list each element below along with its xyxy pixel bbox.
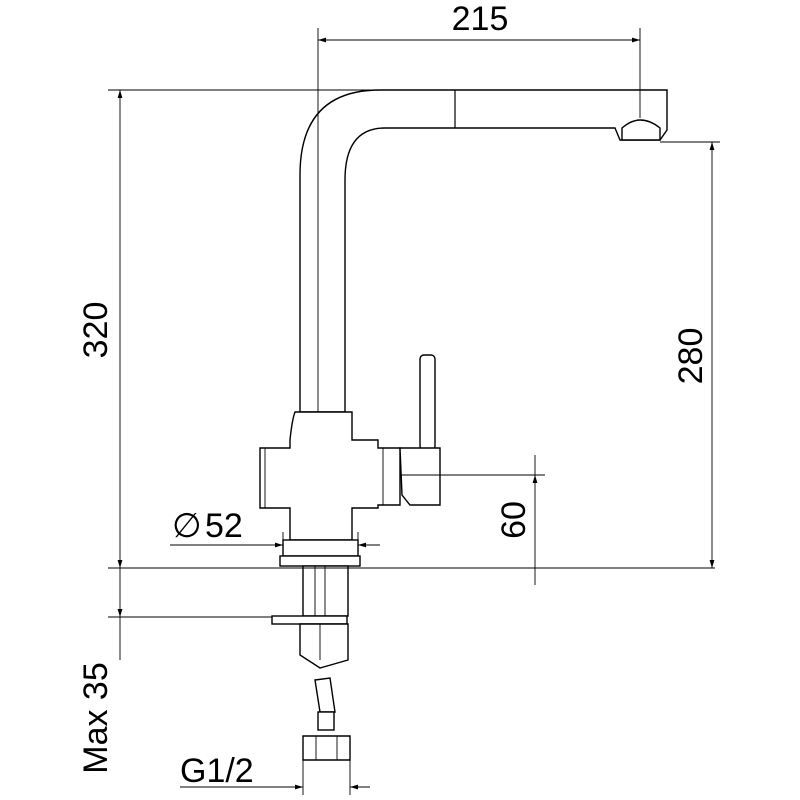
lever-housing — [399, 447, 441, 506]
label-g1-2: G1/2 — [180, 752, 254, 790]
hex-nut — [302, 735, 351, 761]
lever-handle — [419, 354, 436, 451]
base-ring — [282, 539, 359, 557]
label-320: 320 — [77, 302, 115, 359]
dim-thread: G1/2 — [180, 752, 370, 795]
shank — [302, 565, 349, 617]
dim-max-thickness: Max 35 — [77, 568, 272, 774]
label-52: 52 — [205, 507, 243, 545]
hose-connector — [299, 623, 349, 669]
label-280: 280 — [672, 328, 710, 385]
label-diameter-symbol: ∅ — [172, 507, 202, 545]
base-flange — [279, 555, 361, 567]
valve-body — [259, 411, 401, 541]
hose-end — [314, 677, 336, 713]
fixing-plate — [271, 615, 348, 625]
dim-outlet-height: 280 — [660, 141, 720, 568]
hose-ferrule — [317, 711, 335, 731]
spout — [299, 89, 668, 413]
dim-spout-reach: 215 — [317, 0, 641, 412]
aerator — [621, 119, 661, 141]
dim-lever-height: 60 — [440, 455, 545, 585]
dim-total-height: 320 — [77, 89, 715, 569]
label-max-35: Max 35 — [77, 662, 115, 774]
dim-base-diameter: ∅ 52 — [170, 507, 380, 556]
label-215: 215 — [452, 0, 509, 38]
label-60: 60 — [495, 501, 533, 539]
faucet-outline — [259, 89, 668, 761]
